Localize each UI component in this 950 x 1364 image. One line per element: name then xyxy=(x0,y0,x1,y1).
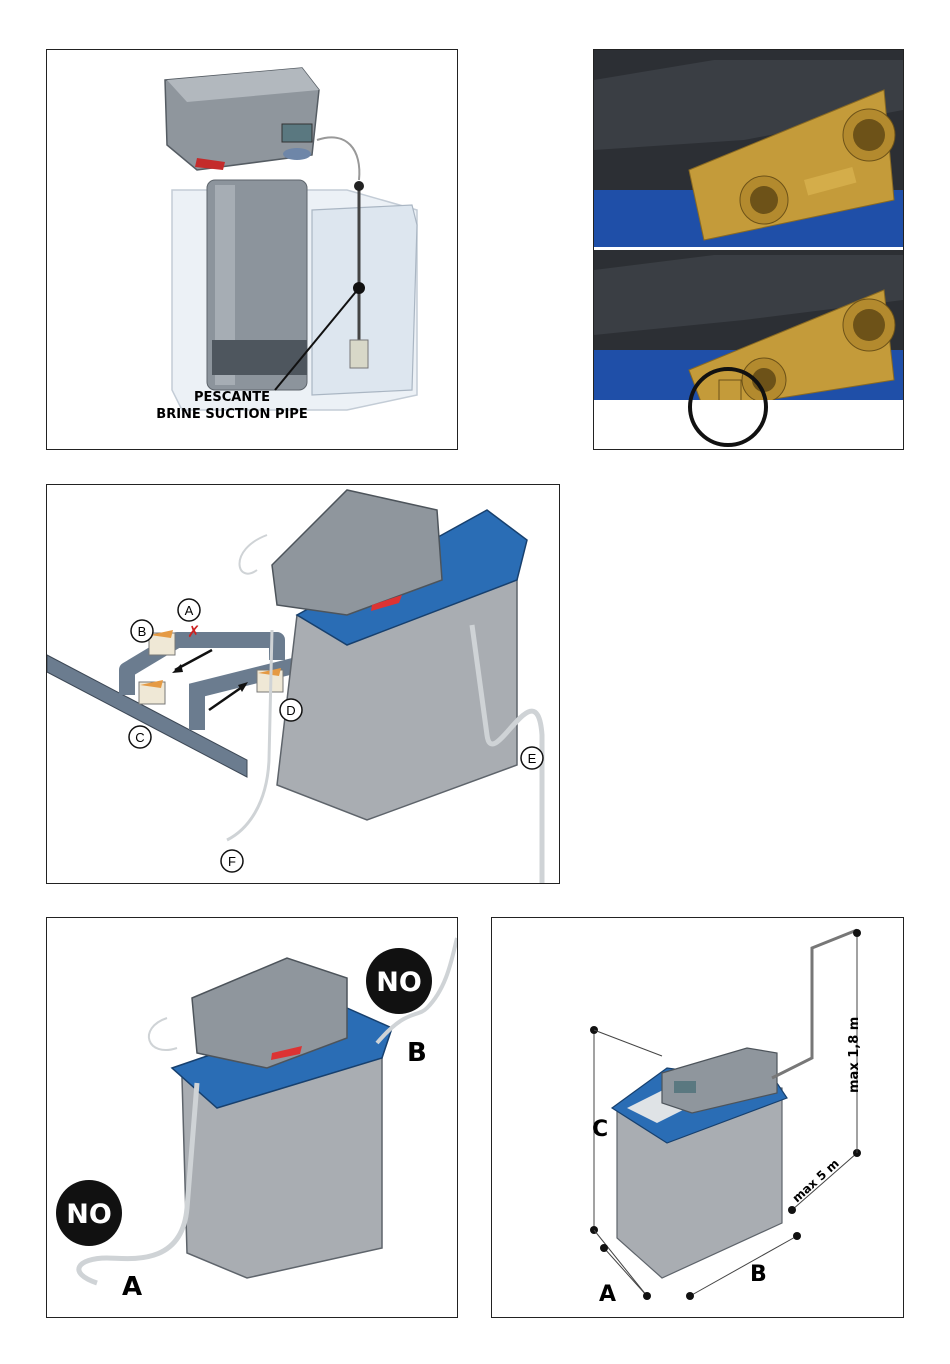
callout-e: E xyxy=(521,747,543,769)
svg-text:C: C xyxy=(135,730,144,745)
label-a: A xyxy=(599,1282,616,1307)
brine-suction-pipe-figure: PESCANTE BRINE SUCTION PIPE xyxy=(46,49,458,450)
svg-text:A: A xyxy=(185,603,194,618)
brine-suction-pipe-label: BRINE SUCTION PIPE xyxy=(156,407,307,422)
max-height-label: max 1,8 m xyxy=(847,1017,862,1093)
callout-d: D xyxy=(280,699,302,721)
svg-text:✗: ✗ xyxy=(187,622,200,641)
label-b: B xyxy=(750,1262,767,1287)
manifold-detail-figure xyxy=(593,49,904,450)
svg-text:F: F xyxy=(228,854,236,869)
svg-text:E: E xyxy=(528,751,537,766)
label-c: C xyxy=(592,1117,608,1142)
pescante-label: PESCANTE xyxy=(194,390,270,405)
hose-routing-illustration: NO NO A B xyxy=(47,918,457,1317)
distances-illustration: C A B max 1,8 m max 5 m xyxy=(492,918,903,1317)
label-b: B xyxy=(407,1038,427,1068)
incorrect-hose-routing-figure: NO NO A B xyxy=(46,917,458,1318)
bypass-connection-figure: ✗ A B C D E F xyxy=(46,484,560,884)
callout-c: C xyxy=(129,726,151,748)
svg-text:B: B xyxy=(138,624,147,639)
softener-cutaway-illustration: PESCANTE BRINE SUCTION PIPE xyxy=(47,50,457,449)
callout-b: B xyxy=(131,620,153,642)
svg-text:D: D xyxy=(286,703,295,718)
callout-a: A xyxy=(178,599,200,621)
max-length-label: max 5 m xyxy=(790,1156,842,1205)
svg-text:NO: NO xyxy=(376,967,422,998)
label-a: A xyxy=(122,1272,142,1302)
svg-text:NO: NO xyxy=(66,1199,112,1230)
bypass-illustration: ✗ A B C D E F xyxy=(47,485,559,883)
brass-manifold-illustration xyxy=(594,50,903,449)
installation-distances-figure: C A B max 1,8 m max 5 m xyxy=(491,917,904,1318)
callout-f: F xyxy=(221,850,243,872)
